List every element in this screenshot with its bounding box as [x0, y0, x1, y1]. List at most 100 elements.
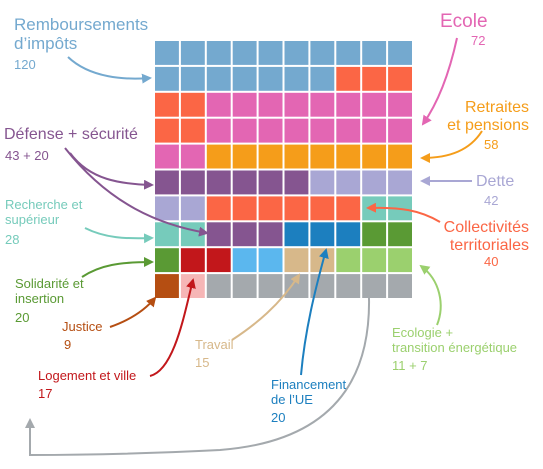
label-dette: Dette — [476, 173, 515, 190]
cell-justice — [155, 274, 179, 298]
cell-defense — [155, 170, 179, 195]
cell-dette — [310, 170, 335, 195]
cell-defense — [206, 222, 231, 247]
cell-defense — [206, 170, 231, 195]
cell-ecologie — [336, 248, 361, 273]
value-defense: 43 + 20 — [5, 148, 49, 163]
cell-ecole — [284, 92, 309, 117]
cell-autres — [310, 274, 335, 298]
value-financement-ue: 20 — [271, 410, 286, 425]
value-logement: 17 — [38, 386, 53, 401]
cell-ecole — [310, 92, 335, 117]
cell-financement_ue — [310, 222, 335, 247]
value-collectivites: 40 — [484, 254, 499, 269]
arrow-solidarite — [81, 257, 154, 278]
cell-autres — [232, 274, 257, 298]
cell-defense — [284, 170, 309, 195]
cell-collectivites — [155, 92, 179, 117]
value-recherche: 28 — [5, 232, 20, 247]
cell-collectivites — [388, 66, 412, 91]
cell-collectivites — [206, 196, 231, 221]
cell-logement — [258, 248, 283, 273]
cell-remboursements — [180, 41, 205, 65]
cell-justice — [180, 274, 205, 298]
cell-collectivites — [155, 118, 179, 143]
cell-autres — [258, 274, 283, 298]
cell-financement_ue — [336, 222, 361, 247]
cell-ecole — [232, 92, 257, 117]
cell-autres — [284, 274, 309, 298]
cell-remboursements — [206, 41, 231, 65]
cell-defense — [232, 170, 257, 195]
cell-dette — [388, 170, 412, 195]
arrow-retraites — [420, 130, 483, 163]
cell-remboursements — [155, 41, 179, 65]
cell-ecole — [310, 118, 335, 143]
arrow-ecole — [421, 37, 458, 126]
cell-remboursements — [232, 66, 257, 91]
cell-logement — [206, 248, 231, 273]
cell-ecole — [155, 144, 179, 169]
cell-dette — [155, 196, 179, 221]
cell-defense — [232, 222, 257, 247]
callout-arrows — [25, 37, 483, 457]
cell-ecole — [336, 118, 361, 143]
cell-remboursements — [310, 66, 335, 91]
value-justice: 9 — [64, 337, 72, 352]
label-travail: Travail — [195, 337, 234, 352]
cell-autres — [388, 274, 412, 298]
cell-logement — [232, 248, 257, 273]
cell-ecole — [232, 118, 257, 143]
cell-collectivites — [232, 196, 257, 221]
arrow-remboursements — [67, 56, 152, 84]
label-ecologie: Ecologie +transition énergétique — [392, 325, 518, 355]
cell-ecole — [362, 92, 387, 117]
cell-defense — [258, 222, 283, 247]
cell-collectivites — [258, 196, 283, 221]
cell-collectivites — [310, 196, 335, 221]
arrow-recherche — [84, 227, 154, 244]
cell-remboursements — [232, 41, 257, 65]
cell-ecole — [206, 118, 231, 143]
cell-remboursements — [388, 41, 412, 65]
cell-collectivites — [336, 196, 361, 221]
cell-remboursements — [362, 41, 387, 65]
cell-retraites — [206, 144, 231, 169]
cell-remboursements — [310, 41, 335, 65]
label-logement: Logement et ville — [38, 368, 137, 383]
cell-retraites — [388, 144, 412, 169]
cell-autres — [336, 274, 361, 298]
cell-retraites — [310, 144, 335, 169]
cell-defense — [180, 170, 205, 195]
cell-ecologie — [388, 248, 412, 273]
cell-collectivites — [180, 92, 205, 117]
cell-ecole — [258, 92, 283, 117]
cell-ecole — [206, 92, 231, 117]
cell-travail — [284, 248, 309, 273]
value-travail: 15 — [195, 355, 210, 370]
cell-dette — [362, 170, 387, 195]
cell-remboursements — [180, 66, 205, 91]
waffle-cells — [155, 41, 412, 298]
label-defense: Défense + sécurité — [4, 126, 138, 143]
value-remboursements: 120 — [14, 57, 36, 72]
cell-logement — [180, 248, 205, 273]
cell-retraites — [258, 144, 283, 169]
cell-collectivites — [362, 66, 387, 91]
arrow-ecologie — [419, 264, 442, 326]
value-retraites: 58 — [484, 137, 499, 152]
cell-ecole — [336, 92, 361, 117]
cell-dette — [336, 170, 361, 195]
cell-solidarite — [362, 222, 387, 247]
cell-remboursements — [206, 66, 231, 91]
cell-remboursements — [155, 66, 179, 91]
cell-remboursements — [258, 41, 283, 65]
cell-defense — [258, 170, 283, 195]
cell-retraites — [362, 144, 387, 169]
cell-remboursements — [336, 41, 361, 65]
cell-retraites — [284, 144, 309, 169]
